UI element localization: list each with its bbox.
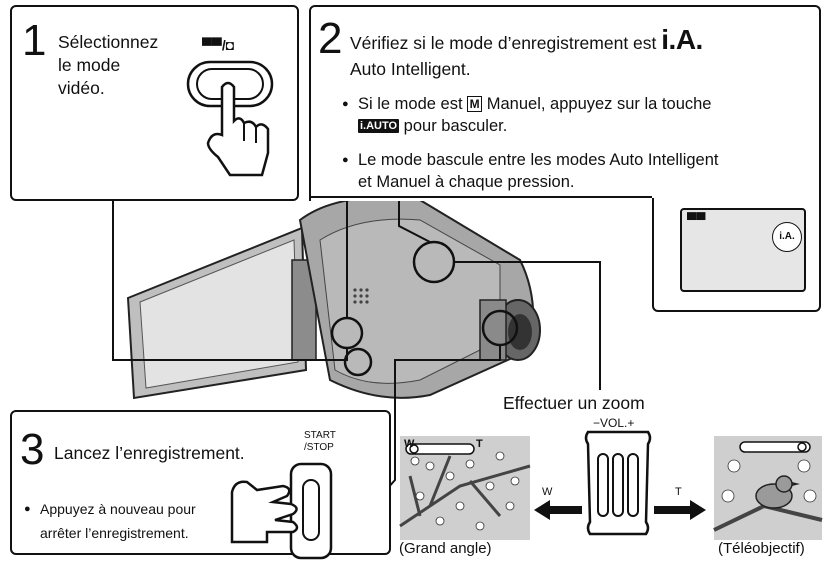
tele-caption: (Téléobjectif) — [718, 540, 805, 557]
step3-title: Lancez l’enregistrement. — [54, 443, 245, 463]
step2-line1-text: Vérifiez si le mode d’enregistrement est — [350, 33, 657, 53]
step3-bullet-line1: Appuyez à nouveau pour — [24, 498, 196, 520]
step2-bullet1-line2: i.AUTO pour basculer. — [358, 115, 507, 137]
lever-w-label: W — [542, 486, 553, 498]
vol-label: −VOL.+ — [593, 416, 635, 430]
wide-caption: (Grand angle) — [399, 540, 492, 557]
lcd-preview: ▀▀ i.A. — [680, 208, 806, 292]
start-stop-button-press-icon — [230, 462, 333, 560]
step1-line1: Sélectionnez — [58, 32, 159, 52]
telephoto-photo — [713, 436, 823, 540]
zoom-title: Effectuer un zoom — [503, 393, 645, 413]
mode-button-press-icon — [186, 60, 274, 177]
step2-line1: Vérifiez si le mode d’enregistrement est… — [350, 26, 703, 55]
step2-bullet2-line1: Le mode bascule entre les modes Auto Int… — [342, 149, 718, 171]
wide-w-label: W — [404, 438, 415, 450]
step2-bullet1-post: Manuel, appuyez sur la touche — [486, 95, 712, 113]
zoom-lever-icon — [534, 430, 706, 536]
video-photo-switch-icon: ▀▀/◘ — [202, 37, 235, 53]
step2-number: 2 — [318, 14, 343, 63]
step1-panel: 1 Sélectionnez le mode vidéo. ▀▀/◘ — [10, 5, 299, 201]
wide-angle-photo — [399, 436, 531, 540]
ia-indicator-label: i.A. — [779, 231, 795, 242]
step1-number: 1 — [22, 16, 47, 65]
manual-mode-badge: M — [467, 96, 483, 112]
wide-t-label: T — [476, 438, 483, 450]
step2-line2: Auto Intelligent. — [350, 59, 471, 79]
start-stop-label-top: START — [304, 430, 336, 441]
lever-t-label: T — [675, 486, 682, 498]
step2-bullet1-pre: Si le mode est — [358, 95, 463, 113]
step3-panel: 3 Lancez l’enregistrement. START /STOP A… — [10, 410, 391, 560]
step2-bullet1-line2-text: pour basculer. — [403, 117, 508, 135]
video-mode-icon: ▀▀ — [687, 212, 706, 227]
step3-number: 3 — [20, 425, 45, 474]
step3-bullet-line2: arrêter l’enregistrement. — [40, 525, 189, 541]
step2-bullet1-line1: Si le mode est M Manuel, appuyez sur la … — [342, 93, 711, 115]
start-stop-label-bottom: /STOP — [304, 442, 334, 453]
iauto-button-badge: i.AUTO — [358, 119, 400, 133]
step1-line2: le mode — [58, 55, 121, 75]
ia-mode-label: i.A. — [661, 24, 703, 55]
step1-line3: vidéo. — [58, 78, 105, 98]
ia-mode-indicator: i.A. — [772, 222, 802, 252]
step2-bullet2-line2: et Manuel à chaque pression. — [358, 173, 575, 191]
